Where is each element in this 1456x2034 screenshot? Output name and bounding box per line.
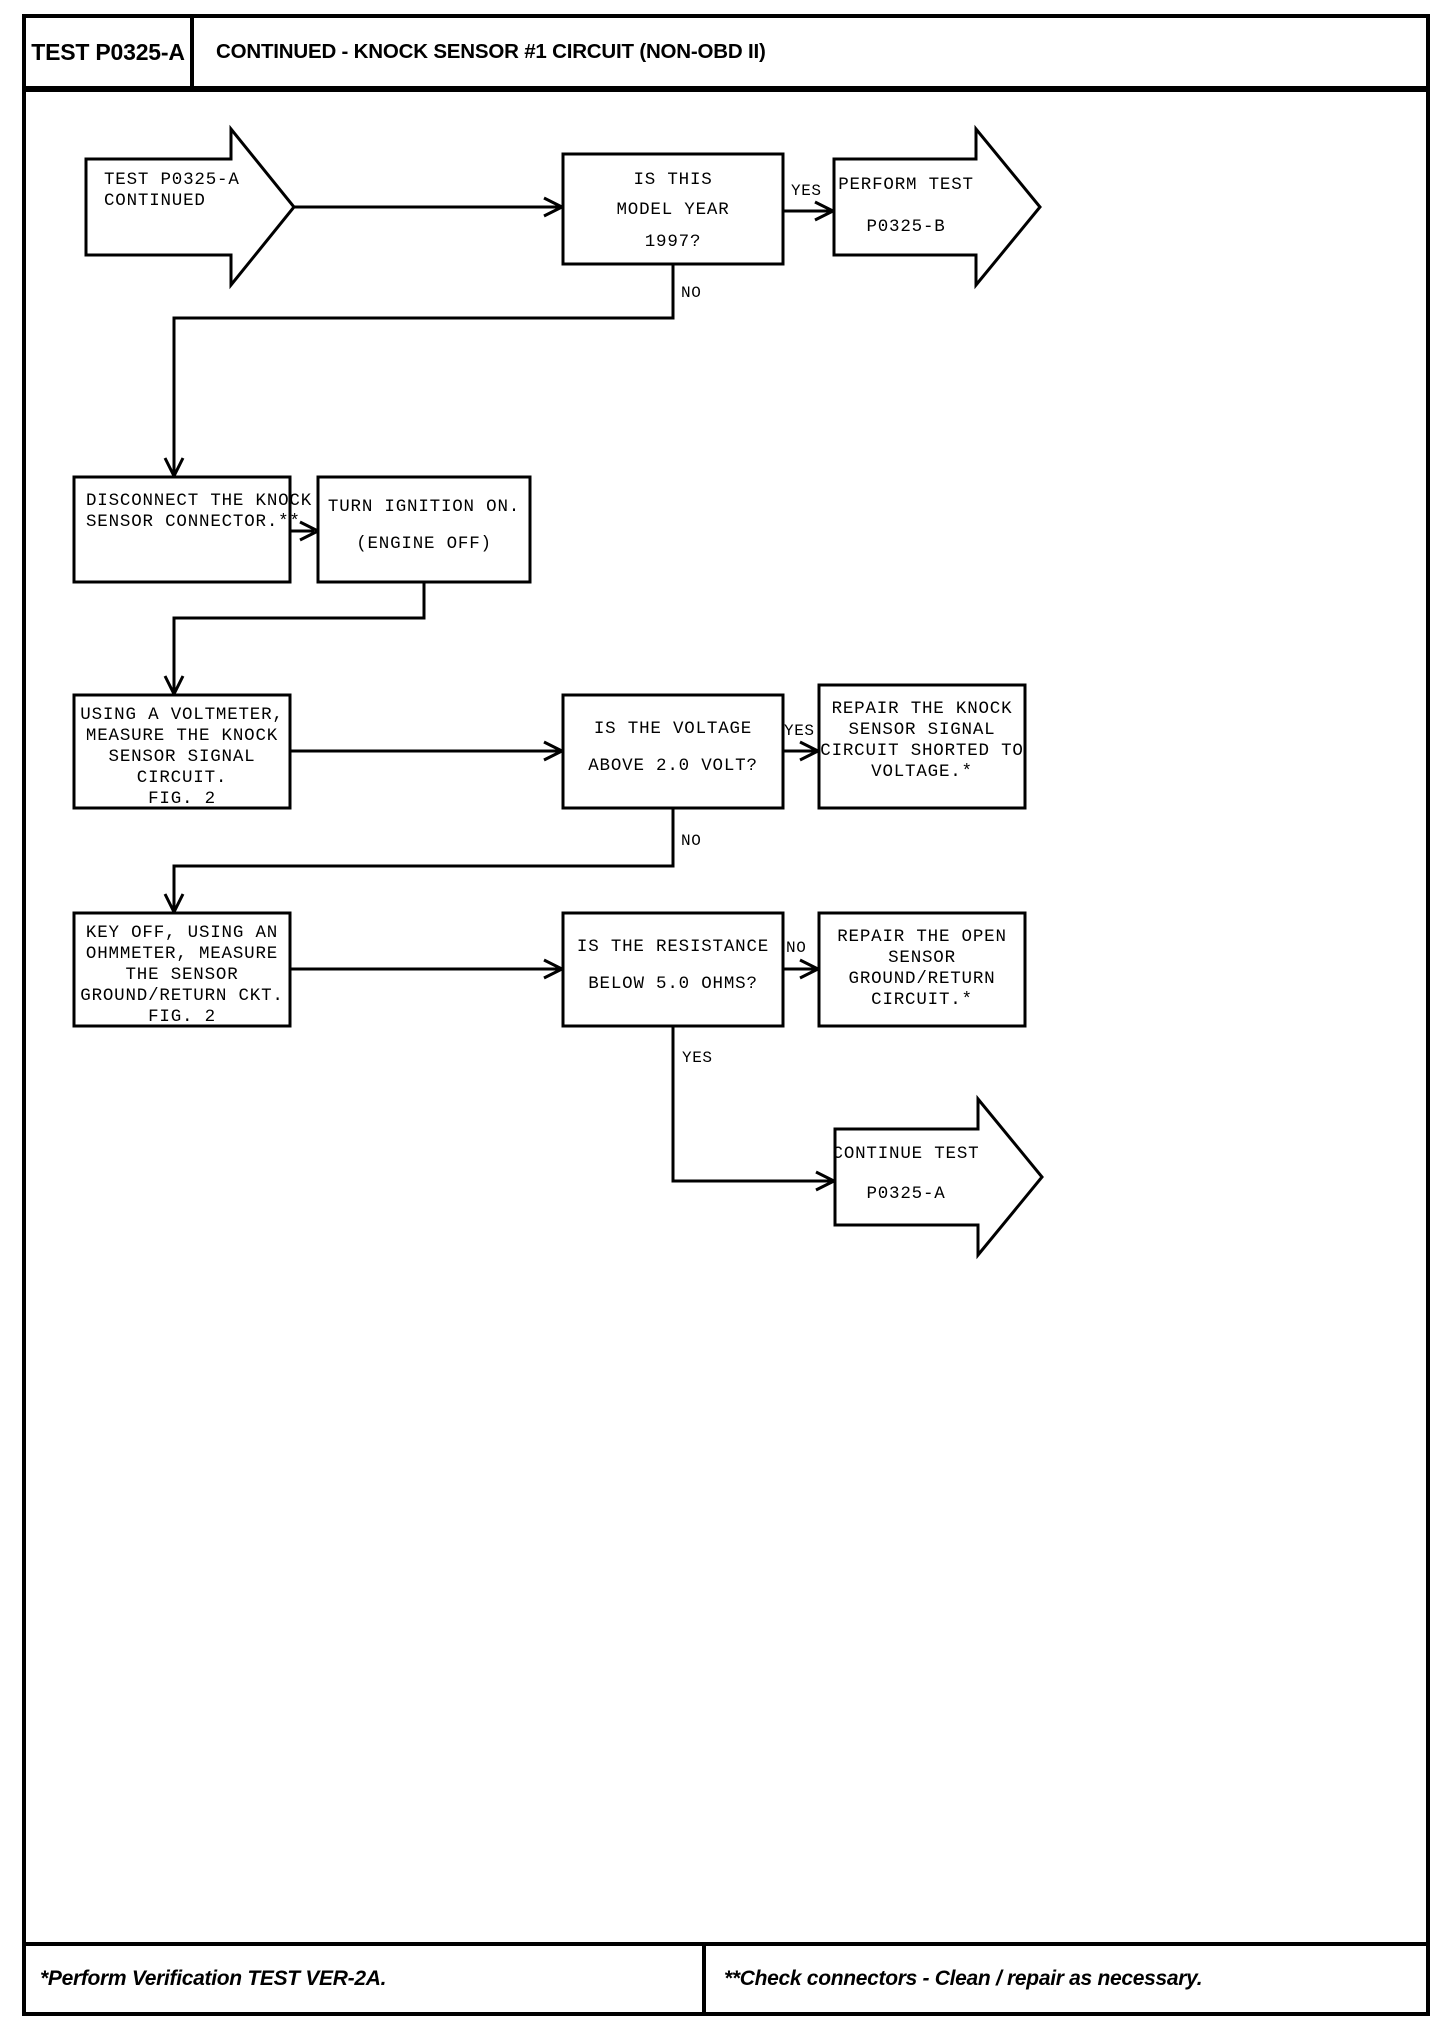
node-q-resistance-line-0: IS THE RESISTANCE (577, 937, 769, 957)
edge-line (172, 808, 675, 910)
node-repair-short-voltage: REPAIR THE KNOCK SENSOR SIGNAL CIRCUIT S… (817, 683, 1027, 810)
edge-ignition-to-measure-voltage (163, 582, 426, 698)
node-measure-voltage-line-1: MEASURE THE KNOCK (86, 726, 278, 746)
edge-label-no-model-year: NO (681, 284, 701, 302)
node-disconnect-connector: DISCONNECT THE KNOCK SENSOR CONNECTOR.** (72, 475, 312, 584)
footer-note-right-cell: **Check connectors - Clean / repair as n… (706, 1946, 1426, 2012)
node-continue-test-a-line-1: P0325-A (866, 1184, 945, 1204)
edge-line (172, 582, 426, 692)
edge-model-year-yes: YES (783, 182, 837, 222)
node-turn-ignition-on-shape (316, 475, 532, 584)
node-q-voltage-line-0: IS THE VOLTAGE (594, 719, 752, 739)
edge-resistance-no: NO (783, 939, 822, 980)
node-measure-resistance-line-4: FIG. 2 (148, 1007, 216, 1027)
node-q-resistance: IS THE RESISTANCE BELOW 5.0 OHMS? (561, 911, 785, 1028)
node-q-voltage-shape (561, 693, 785, 810)
edge-measure-resistance-to-q-resistance (290, 958, 566, 980)
edge-line (671, 1026, 832, 1183)
node-q-model-year-line-0: IS THIS (633, 170, 712, 190)
footer-note-left: *Perform Verification TEST VER-2A. (40, 1967, 387, 1990)
header-test-id: TEST P0325-A (31, 38, 185, 65)
node-repair-open-ground: REPAIR THE OPEN SENSOR GROUND/RETURN CIR… (817, 911, 1027, 1028)
node-repair-open-ground-shape (817, 911, 1027, 1028)
header-divider (26, 88, 1426, 92)
node-repair-short-voltage-shape (817, 683, 1027, 810)
node-measure-voltage-line-0: USING A VOLTMETER, (80, 705, 283, 725)
node-start-line-1: CONTINUED (104, 191, 206, 211)
edge-line (172, 264, 675, 474)
footer: *Perform Verification TEST VER-2A. **Che… (26, 1942, 1426, 2012)
node-measure-resistance-line-3: GROUND/RETURN CKT. (80, 986, 283, 1006)
node-turn-ignition-on-line-1: (ENGINE OFF) (356, 534, 492, 554)
flowchart: TEST P0325-A CONTINUED IS THIS MODEL YEA… (72, 124, 1044, 1260)
node-measure-voltage: USING A VOLTMETER, MEASURE THE KNOCK SEN… (72, 693, 292, 810)
node-q-resistance-line-1: BELOW 5.0 OHMS? (588, 974, 758, 994)
edge-label-no-resistance: NO (786, 939, 806, 957)
node-q-model-year-line-1: MODEL YEAR (616, 200, 729, 220)
node-q-model-year-line-2: 1997? (645, 232, 702, 252)
footer-note-right: **Check connectors - Clean / repair as n… (724, 1967, 1203, 1990)
edge-label-yes-resistance: YES (682, 1049, 713, 1067)
node-q-resistance-shape (561, 911, 785, 1028)
header-title-cell: CONTINUED - KNOCK SENSOR #1 CIRCUIT (NON… (194, 18, 1426, 86)
node-q-voltage-line-1: ABOVE 2.0 VOLT? (588, 756, 758, 776)
node-q-model-year: IS THIS MODEL YEAR 1997? (561, 152, 785, 266)
node-disconnect-connector-shape (72, 475, 292, 584)
node-measure-resistance: KEY OFF, USING AN OHMMETER, MEASURE THE … (72, 911, 292, 1028)
node-perform-test-b-shape (832, 124, 1042, 290)
edge-measure-voltage-to-q-voltage (290, 740, 566, 762)
node-continue-test-a-shape (833, 1094, 1044, 1260)
node-repair-short-voltage-line-3: VOLTAGE.* (871, 762, 973, 782)
node-repair-open-ground-line-1: SENSOR (888, 948, 956, 968)
node-repair-short-voltage-line-1: SENSOR SIGNAL (849, 720, 996, 740)
node-start-shape (84, 124, 296, 290)
node-repair-short-voltage-line-0: REPAIR THE KNOCK (832, 699, 1013, 719)
node-measure-voltage-line-4: FIG. 2 (148, 789, 216, 809)
node-measure-voltage-shape (72, 693, 292, 810)
node-repair-short-voltage-line-2: CIRCUIT SHORTED TO (820, 741, 1023, 761)
node-measure-resistance-line-1: OHMMETER, MEASURE (86, 944, 278, 964)
node-disconnect-connector-line-1: SENSOR CONNECTOR.** (86, 512, 301, 532)
node-q-voltage: IS THE VOLTAGE ABOVE 2.0 VOLT? (561, 693, 785, 810)
node-measure-voltage-line-3: CIRCUIT. (137, 768, 227, 788)
page-border (22, 14, 1430, 2016)
node-start: TEST P0325-A CONTINUED (84, 124, 296, 290)
node-continue-test-a: CONTINUE TEST P0325-A (833, 1094, 1044, 1260)
edge-voltage-yes: YES (783, 722, 822, 762)
header: TEST P0325-A CONTINUED - KNOCK SENSOR #1… (26, 18, 1426, 90)
footer-note-left-cell: *Perform Verification TEST VER-2A. (26, 1946, 706, 2012)
header-test-id-cell: TEST P0325-A (26, 18, 194, 86)
edge-label-yes-voltage: YES (784, 722, 815, 740)
edge-label-no-voltage: NO (681, 832, 701, 850)
node-repair-open-ground-line-2: GROUND/RETURN (849, 969, 996, 989)
node-turn-ignition-on-line-0: TURN IGNITION ON. (328, 497, 520, 517)
page-title: CONTINUED - KNOCK SENSOR #1 CIRCUIT (NON… (216, 40, 766, 63)
node-continue-test-a-line-0: CONTINUE TEST (833, 1144, 980, 1164)
node-repair-open-ground-line-0: REPAIR THE OPEN (837, 927, 1007, 947)
edge-model-year-no: NO (163, 264, 701, 480)
edge-resistance-yes: YES (671, 1026, 838, 1192)
node-repair-open-ground-line-3: CIRCUIT.* (871, 990, 973, 1010)
node-perform-test-b-line-1: P0325-B (866, 217, 945, 237)
edge-voltage-no: NO (163, 808, 701, 916)
edge-start-to-model-year (292, 196, 566, 218)
node-measure-resistance-line-0: KEY OFF, USING AN (86, 923, 278, 943)
node-turn-ignition-on: TURN IGNITION ON. (ENGINE OFF) (316, 475, 532, 584)
edge-label-yes-model-year: YES (791, 182, 822, 200)
node-perform-test-b: PERFORM TEST P0325-B (832, 124, 1042, 290)
node-start-line-0: TEST P0325-A (104, 170, 240, 190)
node-perform-test-b-line-0: PERFORM TEST (838, 175, 974, 195)
node-measure-voltage-line-2: SENSOR SIGNAL (109, 747, 256, 767)
node-measure-resistance-line-2: THE SENSOR (125, 965, 238, 985)
node-disconnect-connector-line-0: DISCONNECT THE KNOCK (86, 491, 312, 511)
